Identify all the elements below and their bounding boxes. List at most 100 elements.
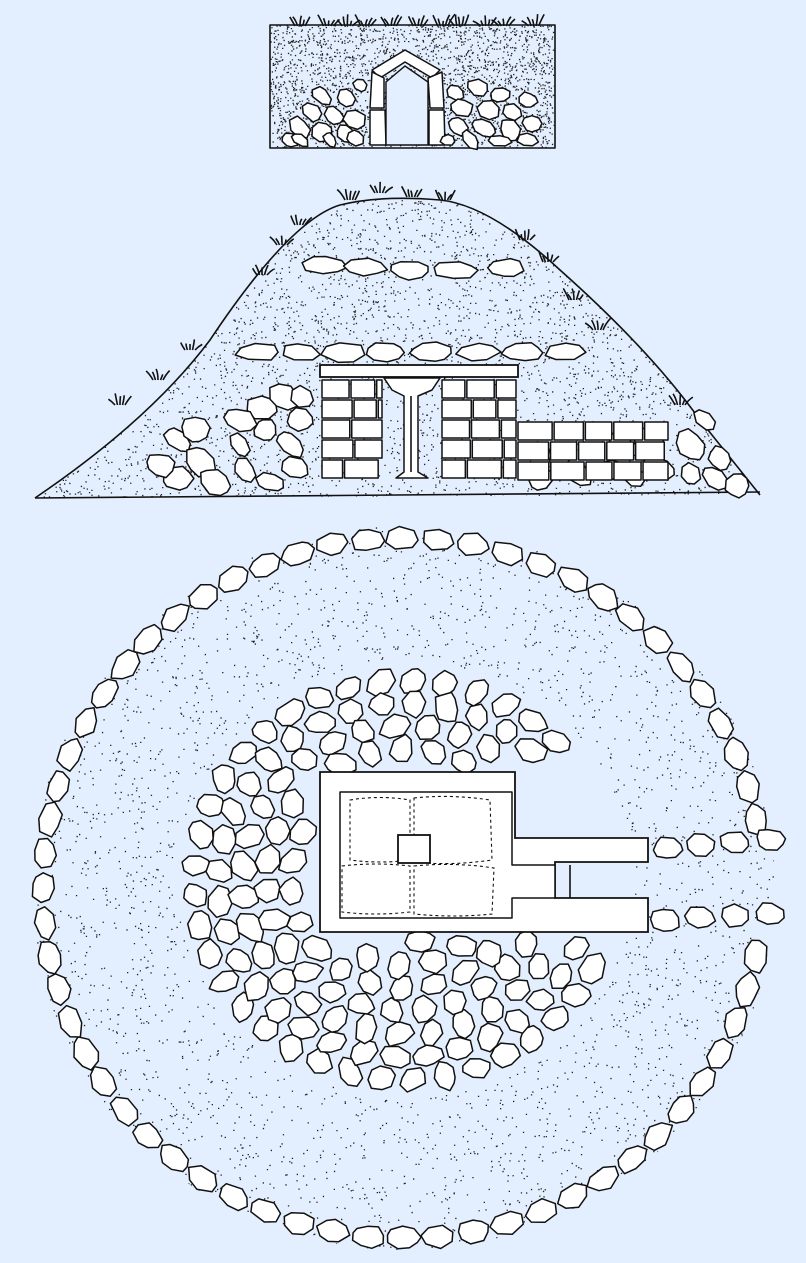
stone-icon — [439, 133, 456, 146]
stone-icon — [723, 1006, 748, 1039]
stone-icon — [277, 847, 308, 874]
grass-tuft-icon — [668, 393, 694, 406]
stone-icon — [183, 882, 208, 908]
stone-icon — [495, 718, 518, 744]
stone-icon — [306, 1047, 334, 1074]
stone-icon — [349, 1038, 379, 1067]
stone-icon — [282, 343, 321, 361]
stone-icon — [293, 990, 323, 1017]
stone-icon — [350, 379, 376, 399]
stone-icon — [399, 1066, 427, 1093]
stone-icon — [500, 341, 544, 362]
stone-icon — [342, 257, 389, 277]
stone-icon — [283, 1211, 315, 1236]
stone-icon — [606, 441, 635, 461]
stone-icon — [433, 1060, 456, 1092]
stone-icon — [411, 994, 438, 1024]
stone-icon — [289, 818, 318, 846]
stone-icon — [110, 648, 141, 680]
stone-icon — [188, 583, 218, 610]
stone-icon — [408, 341, 452, 362]
stone-icon — [642, 461, 669, 481]
stone-icon — [518, 91, 539, 108]
stone-icon — [689, 678, 717, 709]
stone-icon — [228, 741, 258, 765]
grass-tuft-icon — [354, 14, 377, 27]
ashlar-blocks — [321, 379, 669, 481]
stone-icon — [504, 1008, 531, 1034]
stone-icon — [268, 967, 296, 995]
stone-icon — [305, 686, 335, 709]
stone-icon — [388, 733, 413, 763]
stone-icon — [267, 765, 295, 794]
stone-icon — [455, 342, 502, 362]
stone-icon — [74, 707, 98, 739]
stone-icon — [417, 949, 448, 975]
stone-icon — [563, 936, 590, 961]
stone-icon — [487, 134, 513, 147]
mound-stone-courses — [234, 255, 587, 364]
stone-icon — [649, 908, 680, 932]
cairn-core-stones — [181, 668, 606, 1093]
stone-icon — [181, 855, 213, 877]
stone-icon — [577, 441, 606, 461]
stone-icon — [159, 1143, 190, 1173]
stone-icon — [446, 934, 478, 957]
stone-icon — [303, 710, 336, 733]
stone-icon — [329, 957, 353, 981]
stone-icon — [521, 114, 543, 133]
stone-icon — [379, 1045, 411, 1069]
stone-icon — [516, 132, 540, 147]
stone-icon — [514, 738, 549, 764]
stone-icon — [462, 1057, 491, 1079]
stone-icon — [707, 445, 732, 472]
stone-icon — [207, 884, 234, 919]
stone-icon — [315, 1218, 351, 1243]
stone-icon — [450, 98, 474, 118]
stone-icon — [707, 707, 735, 740]
stone-icon — [586, 1165, 620, 1192]
stone-icon — [414, 714, 441, 741]
stone-icon — [517, 441, 550, 461]
stone-icon — [322, 131, 337, 148]
lintel-slab — [319, 364, 519, 378]
stone-icon — [133, 623, 163, 655]
stone-icon — [466, 78, 489, 97]
stone-icon — [652, 836, 684, 859]
stone-icon — [37, 941, 62, 975]
stone-icon — [320, 342, 366, 364]
stone-icon — [518, 708, 549, 733]
stone-icon — [689, 1066, 717, 1097]
stone-icon — [316, 1030, 348, 1054]
stone-icon — [705, 1037, 734, 1069]
stone-icon — [475, 733, 501, 764]
stone-icon — [57, 1004, 83, 1038]
grass-tuft-icon — [491, 16, 516, 27]
mound-outline — [34, 197, 761, 499]
stone-icon — [222, 408, 258, 433]
masonry-facade — [319, 364, 669, 481]
stone-icon — [248, 552, 281, 578]
stone-icon — [735, 769, 760, 804]
grass-tuft-icon — [434, 189, 456, 201]
stone-icon — [321, 399, 353, 419]
stone-icon — [356, 942, 380, 973]
stone-icon — [46, 770, 71, 803]
pillar-icon — [383, 377, 441, 479]
stone-icon — [675, 427, 706, 461]
stone-icon — [387, 951, 411, 981]
stone-icon — [347, 992, 376, 1015]
grass-tuft-icon — [380, 14, 403, 27]
stone-icon — [301, 934, 333, 962]
stone-icon — [321, 379, 350, 399]
stone-icon — [132, 1122, 164, 1149]
stone-icon — [443, 989, 467, 1016]
stone-icon — [33, 906, 57, 941]
grass-tuft-icon — [537, 250, 560, 263]
stone-icon — [441, 399, 473, 419]
stone-icon — [280, 788, 305, 819]
stone-icon — [461, 129, 479, 151]
stone-icon — [550, 461, 585, 481]
grass-tuft-icon — [290, 214, 313, 226]
stone-icon — [377, 399, 383, 419]
